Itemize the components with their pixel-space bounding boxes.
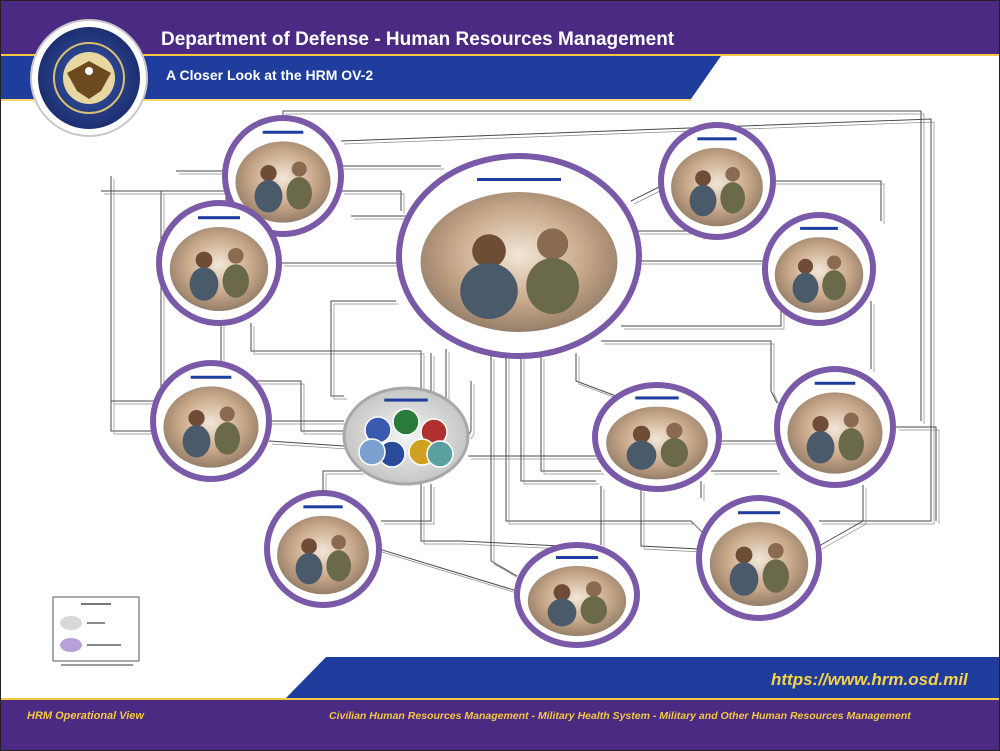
connector-line-shadow (344, 193, 405, 214)
connector-line (630, 185, 662, 202)
node-caption-mark (303, 505, 343, 509)
connector-line-shadow (113, 179, 156, 435)
node-personnel-security (774, 366, 896, 488)
node-caption-mark (190, 375, 232, 379)
connector-line-shadow (764, 183, 885, 224)
connector-line (621, 301, 782, 327)
node-member-role (264, 490, 382, 608)
node-caption-mark (556, 556, 598, 559)
footer-left-text: HRM Operational View (27, 710, 144, 722)
family-photo-icon (163, 386, 259, 468)
connector-line (340, 118, 932, 522)
connector-line (575, 353, 617, 397)
finance-photo-icon (527, 566, 627, 636)
connector-line (378, 548, 518, 592)
agency-seal-icon (426, 440, 454, 468)
connector-line-shadow (343, 121, 935, 525)
soldiers-photo-icon (169, 227, 269, 311)
footer-right-text: Civilian Human Resources Management - Mi… (329, 710, 911, 722)
connector-line-shadow (899, 429, 940, 524)
connector-line (381, 484, 432, 522)
connector-line-shadow (543, 359, 604, 475)
legend-swatch-hrm (60, 638, 82, 652)
node-caption-mark (814, 381, 856, 385)
node-caption-mark (477, 178, 561, 181)
connector-line-shadow (325, 473, 364, 496)
node-caption-mark (738, 511, 780, 515)
node-unit-manager (156, 200, 282, 326)
connector-line (818, 485, 864, 547)
footer-bar-purple (1, 700, 999, 750)
connector-line-shadow (604, 343, 781, 407)
node-force-role (592, 382, 722, 492)
connector-line (540, 356, 601, 472)
connector-line-shadow (381, 551, 521, 595)
connector-line-shadow (253, 326, 425, 391)
node-caption-mark (635, 396, 679, 400)
node-hr-specialist (396, 153, 642, 359)
node-law-enforcement (762, 212, 876, 326)
node-caption-mark (800, 226, 838, 230)
node-ring (342, 386, 470, 486)
troops-photo-icon (606, 406, 708, 480)
node-circles (150, 115, 896, 648)
hr-specialist-photo-icon (420, 192, 618, 332)
security-photo-icon (787, 392, 883, 474)
legal-photo-icon (671, 147, 763, 227)
member-photo-icon (277, 515, 369, 595)
connector-line (268, 440, 345, 447)
node-medical (222, 115, 344, 237)
medical-staff-photo-icon (235, 141, 331, 223)
connector-line-shadow (578, 356, 620, 400)
connector-line-shadow (643, 492, 703, 553)
node-caption-mark (198, 216, 240, 220)
footer-bar-blue (286, 657, 999, 698)
node-family-support (150, 360, 272, 482)
law-enforcement-photo-icon (774, 237, 864, 313)
website-url[interactable]: https://www.hrm.osd.mil (771, 670, 968, 689)
connector-line (896, 426, 937, 521)
connector-line-shadow (523, 359, 599, 485)
connector-line (520, 356, 596, 482)
connector-line (250, 323, 422, 388)
connector-line (640, 489, 700, 550)
node-external (342, 386, 470, 486)
connector-line (176, 170, 227, 203)
connector-line-shadow (423, 486, 565, 550)
connector-line (490, 356, 518, 577)
connector-line (601, 340, 778, 404)
node-caption-mark (262, 130, 304, 134)
connector-line (761, 180, 882, 221)
header-bar-blue (1, 56, 721, 99)
node-financial (514, 542, 640, 648)
header-title: Department of Defense - Human Resources … (161, 29, 675, 50)
agency-seal-icon (358, 438, 386, 466)
connector-line (330, 300, 396, 397)
node-travel-manager (696, 495, 822, 621)
connector-line-shadow (821, 488, 867, 550)
connector-line (322, 470, 361, 493)
connector-line (110, 176, 153, 432)
agency-seal-icon (392, 408, 420, 436)
connector-line (420, 483, 562, 547)
legend (52, 596, 140, 662)
dod-seal-icon (30, 19, 148, 137)
legend-swatch-external (60, 616, 82, 630)
header-bar-purple (1, 1, 999, 54)
dod-seals-icon (358, 408, 454, 468)
node-caption-mark (697, 137, 737, 141)
connector-line-shadow (384, 487, 435, 525)
connector-line-shadow (333, 303, 399, 400)
connector-line-shadow (624, 304, 785, 330)
aircraft-photo-icon (709, 522, 809, 606)
connector-line-shadow (271, 443, 348, 450)
node-legal (658, 122, 776, 240)
header-subtitle: A Closer Look at the HRM OV-2 (166, 67, 374, 83)
connector-line-shadow (493, 359, 521, 580)
node-caption-mark (384, 398, 428, 402)
connector-line (341, 190, 402, 211)
connector-line-shadow (470, 384, 475, 440)
